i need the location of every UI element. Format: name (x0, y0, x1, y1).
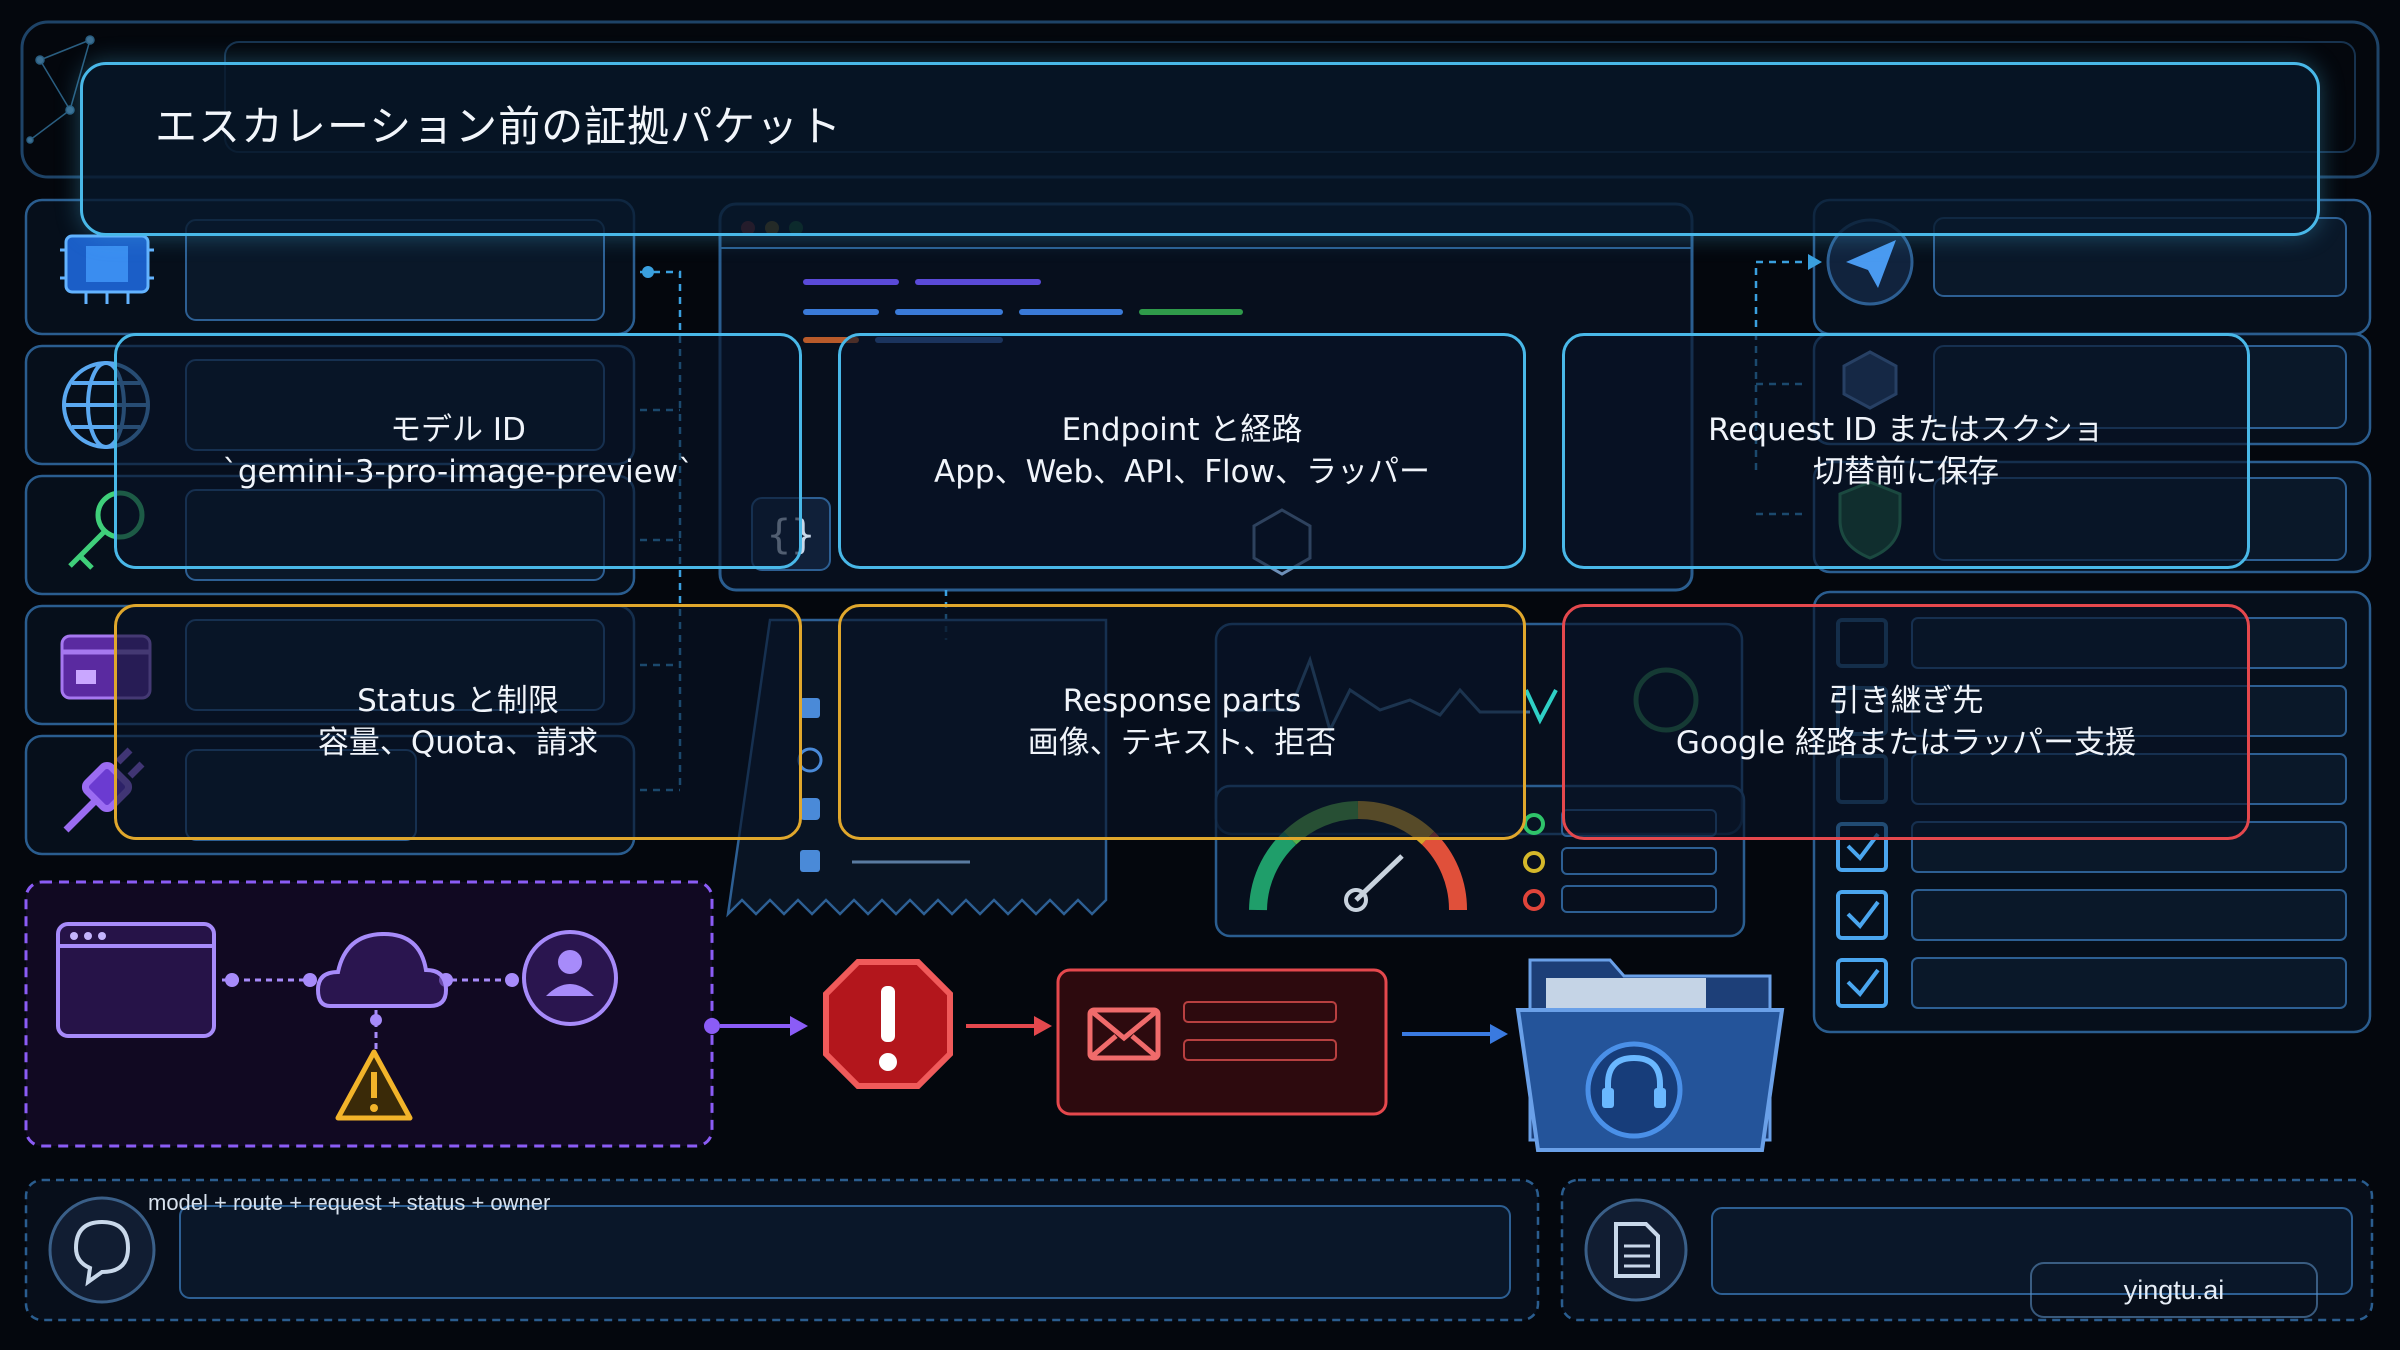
footer-caption: model + route + request + status + owner (148, 1190, 551, 1215)
card-title: Status と制限 (357, 683, 559, 719)
title-bar: エスカレーション前の証拠パケット (80, 62, 2320, 236)
send-icon (1826, 218, 1914, 306)
chat-icon (48, 1196, 156, 1304)
card-detail: 容量、Quota、請求 (317, 725, 599, 761)
card-status-limits: Status と制限 容量、Quota、請求 (114, 604, 802, 840)
card-detail: 切替前に保存 (1813, 454, 1999, 490)
card-response-parts: Response parts 画像、テキスト、拒否 (838, 604, 1526, 840)
card-model-id: モデル ID `gemini-3-pro-image-preview` (114, 333, 802, 569)
card-endpoint-route: Endpoint と経路 App、Web、API、Flow、ラッパー (838, 333, 1526, 569)
mail-icon (1087, 1007, 1161, 1061)
document-icon (1584, 1198, 1688, 1302)
chip-icon (60, 234, 154, 304)
warning-icon (335, 1049, 413, 1121)
card-title: Response parts (1062, 683, 1302, 719)
card-title: Endpoint と経路 (1061, 412, 1303, 448)
card-detail: `gemini-3-pro-image-preview` (222, 454, 694, 490)
user-icon (522, 930, 618, 1026)
stop-icon (823, 959, 953, 1089)
card-title: Request ID またはスクショ (1708, 412, 2104, 448)
folder-headset-icon (1515, 958, 1785, 1152)
card-title: モデル ID (390, 412, 526, 448)
browser-icon (56, 922, 216, 1038)
page-title: エスカレーション前の証拠パケット (155, 102, 843, 151)
card-detail: App、Web、API、Flow、ラッパー (934, 454, 1430, 490)
card-detail: Google 経路またはラッパー支援 (1675, 725, 2137, 761)
cloud-icon (315, 931, 449, 1008)
card-title: 引き継ぎ先 (1828, 683, 1984, 719)
card-request-id: Request ID またはスクショ 切替前に保存 (1562, 333, 2250, 569)
card-detail: 画像、テキスト、拒否 (1027, 725, 1337, 761)
watermark: yingtu.ai (2030, 1262, 2318, 1318)
card-handoff-owner: 引き継ぎ先 Google 経路またはラッパー支援 (1562, 604, 2250, 840)
